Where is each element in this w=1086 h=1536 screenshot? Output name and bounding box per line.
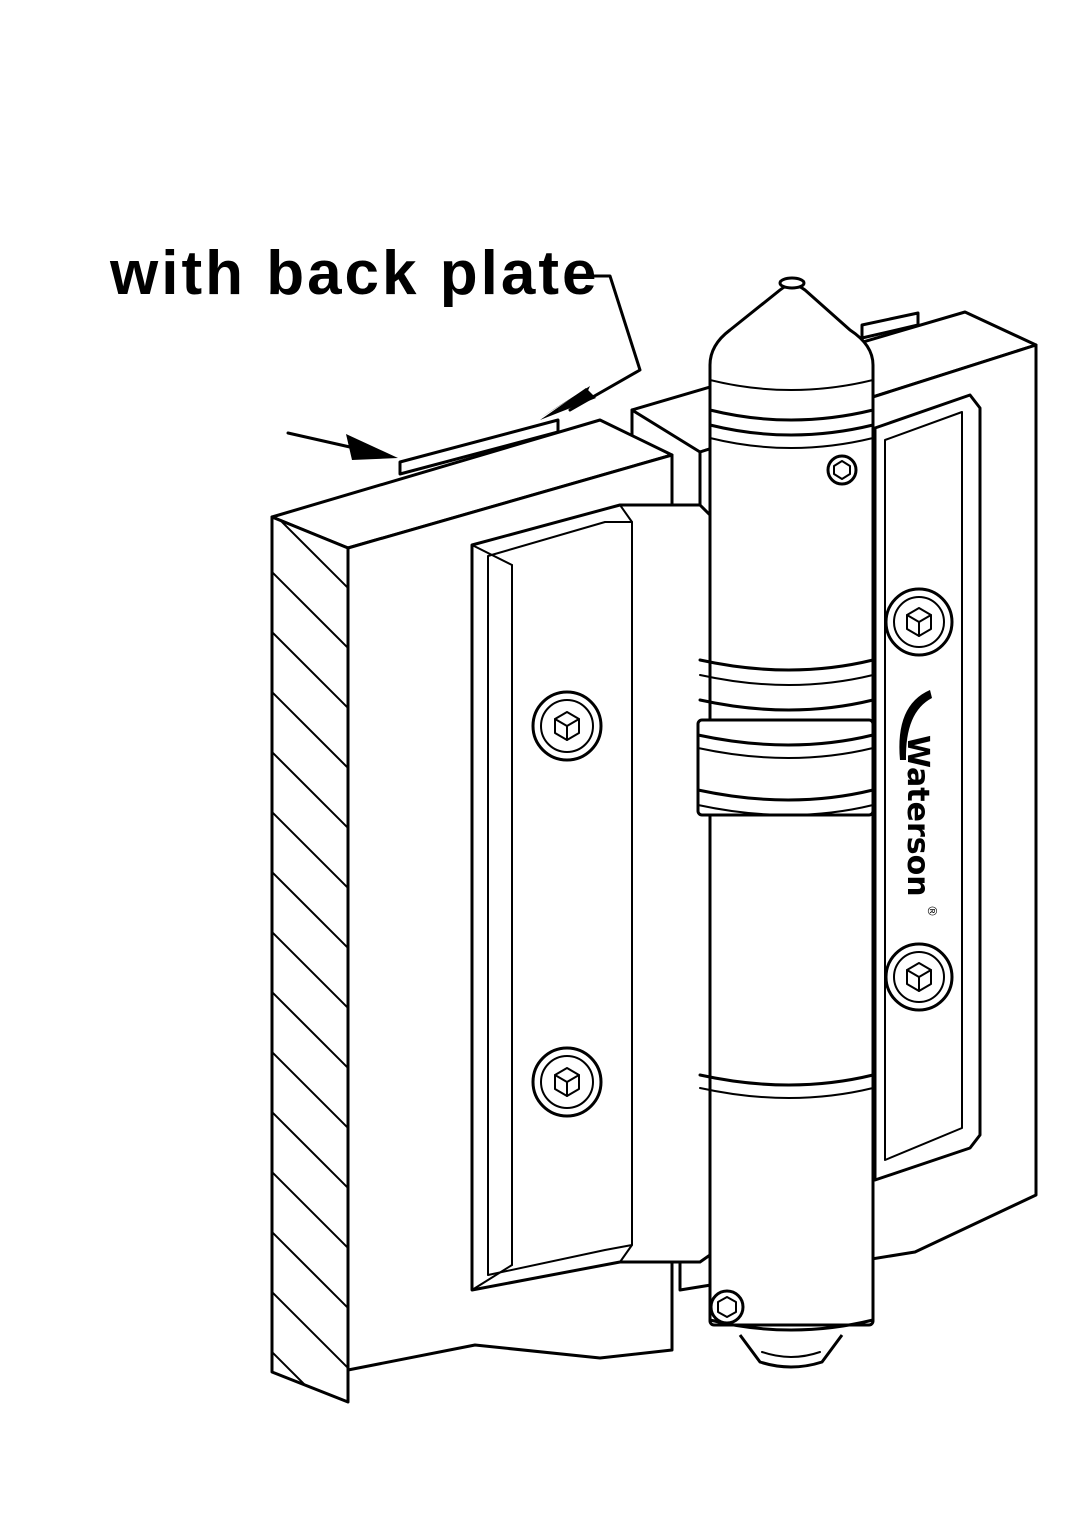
arrow-icon: [540, 388, 596, 420]
hex-socket-screw-icon: [531, 1046, 603, 1118]
hex-socket-screw-icon: [531, 690, 603, 762]
callout-leader: [286, 274, 642, 460]
hinge-barrel: [696, 276, 875, 1369]
callout-label: with back plate: [109, 239, 599, 308]
hex-socket-screw-icon: [884, 587, 954, 657]
barrel-set-screw-top: [826, 454, 858, 486]
registered-mark: ®: [925, 905, 939, 917]
hex-socket-screw-icon: [884, 942, 954, 1012]
left-hinge-leaf: [470, 503, 712, 1292]
arrow-icon: [346, 434, 398, 460]
brand-logo: Waterson ®: [899, 690, 939, 917]
barrel-set-screw-bottom: [709, 1289, 745, 1325]
brand-name: Waterson: [900, 735, 935, 897]
